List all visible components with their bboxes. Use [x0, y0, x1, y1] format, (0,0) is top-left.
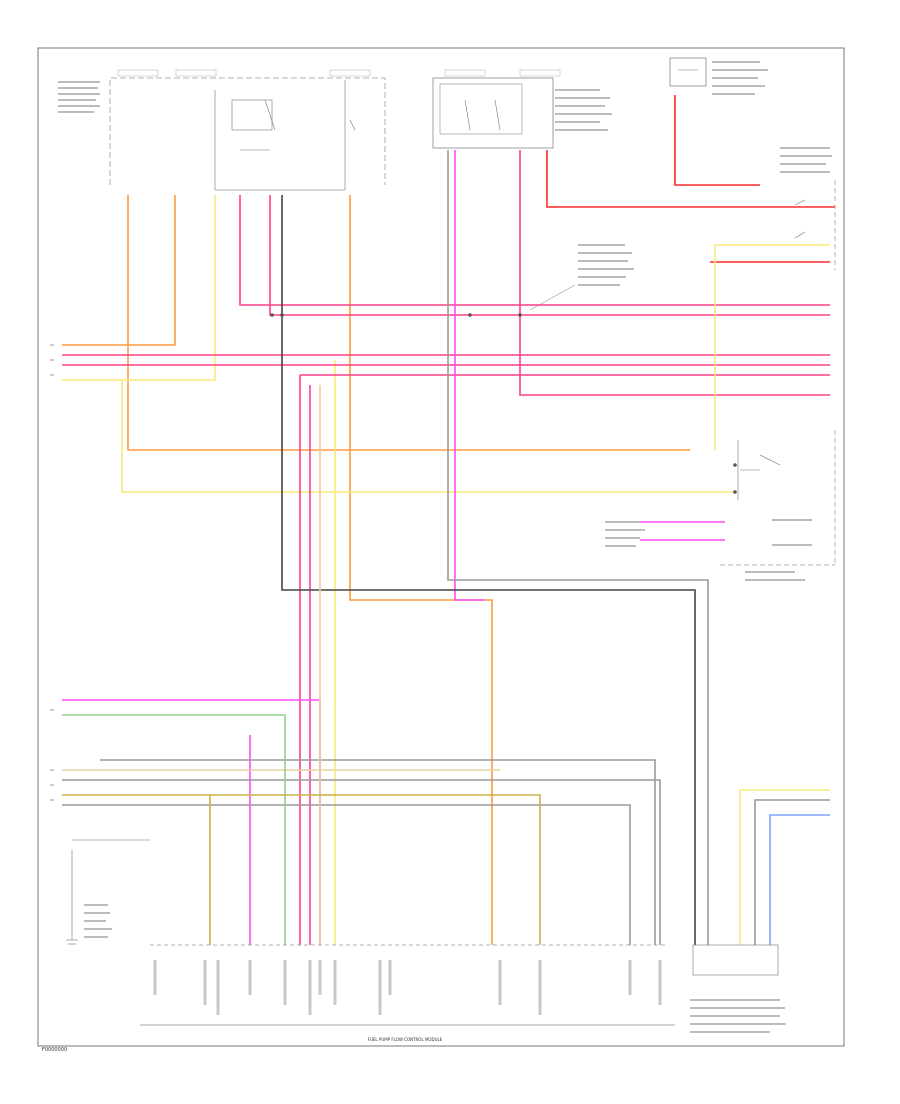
module-pin-label — [203, 960, 207, 1005]
splice-dot — [518, 313, 522, 317]
wire-orange-1 — [62, 195, 176, 346]
wire-red-15 — [674, 95, 760, 186]
wire-pink-6 — [239, 195, 830, 306]
relay-box-middle — [432, 69, 612, 149]
callout-note — [529, 244, 634, 311]
wire-red-14 — [546, 150, 835, 208]
wire-dark-22 — [281, 195, 696, 945]
diagram-border — [37, 47, 845, 1047]
wire-orange-2 — [349, 195, 493, 945]
module-pin-label — [628, 960, 632, 995]
right-switch-block — [780, 147, 836, 270]
top-right-component — [669, 57, 768, 95]
left-edge-marks — [50, 344, 54, 801]
wire-magenta-17 — [62, 699, 321, 945]
splice-dot — [733, 490, 737, 494]
module-pin-label — [283, 960, 287, 1005]
module-pin-labels — [153, 960, 662, 1015]
wire-yellow-32 — [714, 244, 830, 450]
module-pin-label — [388, 960, 392, 995]
wire-orange-0 — [127, 195, 690, 451]
module-pin-label — [248, 960, 252, 995]
wire-pink-13 — [519, 150, 830, 396]
module-pin-label — [538, 960, 542, 1015]
module-pin-label — [378, 960, 382, 1015]
wire-blue-34 — [769, 814, 830, 945]
wire-gray-35 — [754, 799, 830, 945]
splice-dot — [280, 313, 284, 317]
wire-magenta-19 — [454, 150, 485, 601]
module-pin-label — [308, 960, 312, 1015]
splice-dot — [270, 313, 274, 317]
bottom-right-sensor — [690, 944, 786, 1033]
wire-yellow-3 — [62, 195, 216, 381]
wire-yellow-33 — [739, 789, 830, 945]
module-pin-label — [318, 960, 322, 995]
bottom-left-ground — [66, 839, 150, 945]
fuel-pump-module-connector — [140, 944, 675, 1026]
wire-olive-30 — [62, 794, 541, 945]
wire-green-29 — [62, 714, 286, 945]
module-pin-label — [333, 960, 337, 1005]
wire-harness — [62, 95, 835, 945]
wire-gray-24 — [62, 804, 631, 945]
wire-gray-25 — [62, 779, 661, 945]
module-pin-label — [216, 960, 220, 1015]
wire-pink-7 — [269, 195, 830, 316]
right-module-middle — [605, 430, 836, 581]
bottom-module-label: FUEL PUMP FLOW CONTROL MODULE — [368, 1037, 443, 1042]
wire-gray-26 — [100, 759, 656, 945]
left-box-labels — [56, 78, 102, 118]
module-pin-label — [658, 960, 662, 1005]
module-pin-label — [498, 960, 502, 1005]
footer-code: F0000000 — [42, 1047, 67, 1053]
splice-dot — [733, 463, 737, 467]
wire-gray-23 — [447, 150, 709, 945]
splice-dot — [468, 313, 472, 317]
wire-yellow-4 — [121, 380, 735, 493]
module-pin-label — [153, 960, 157, 995]
fuse-relay-box-left — [109, 69, 386, 191]
